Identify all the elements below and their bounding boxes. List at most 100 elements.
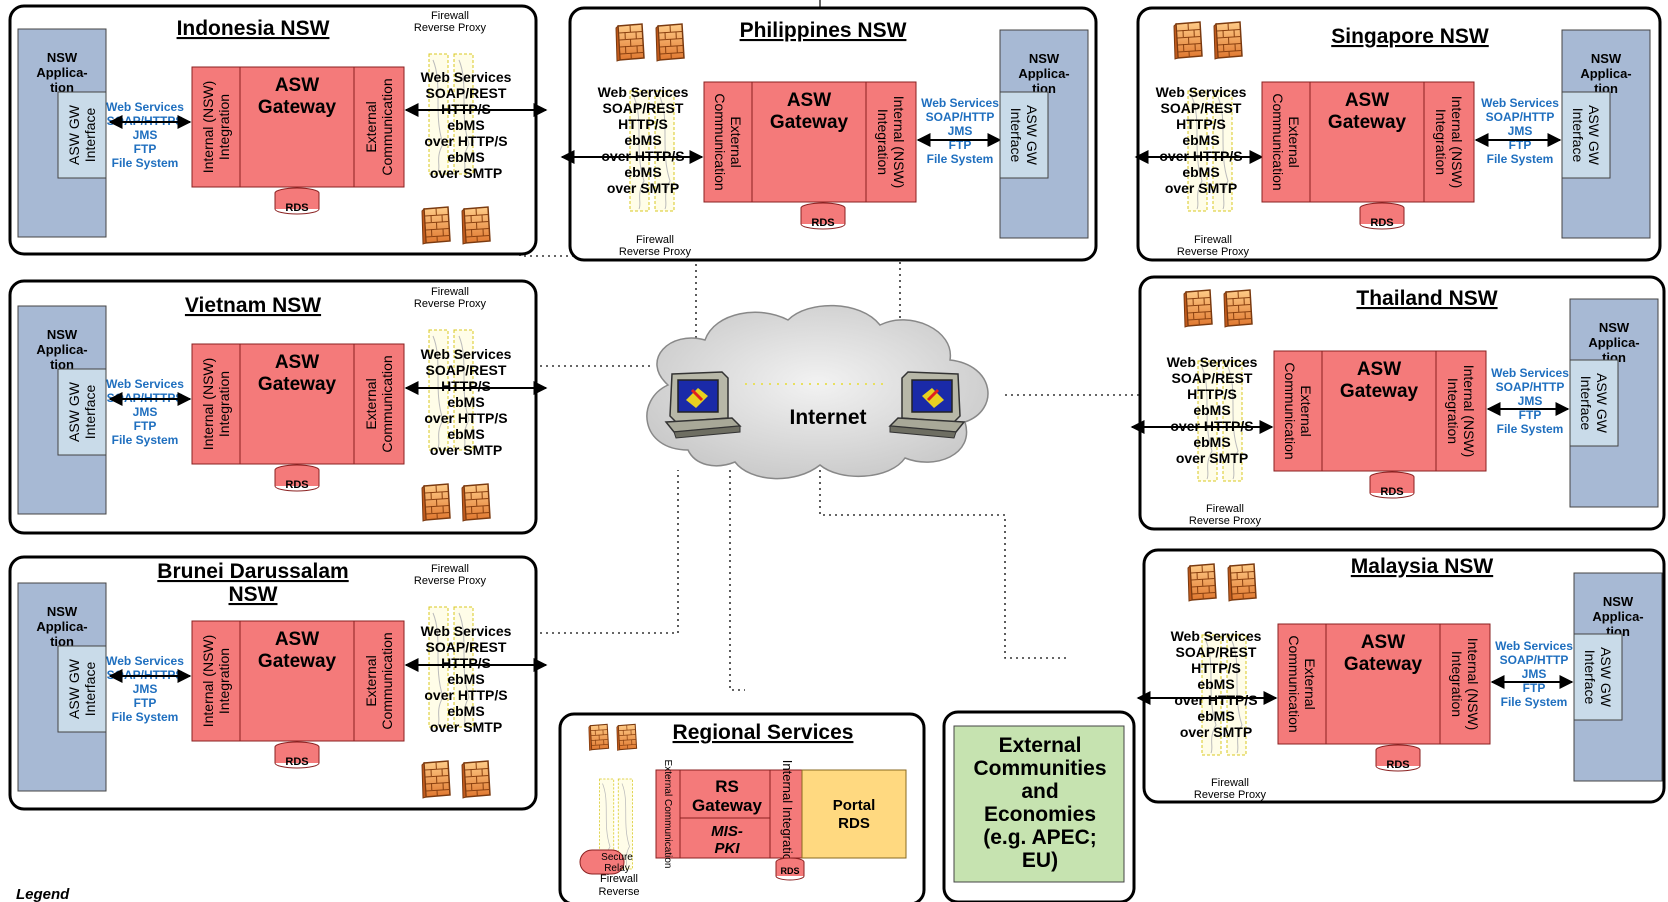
asw-gateway [191,620,405,742]
svg-text:ASW: ASW [275,629,319,650]
svg-text:HTTP/S: HTTP/S [441,378,491,394]
svg-text:Web Services: Web Services [106,377,184,391]
svg-text:Reverse Proxy: Reverse Proxy [1177,246,1250,258]
svg-text:Gateway: Gateway [258,651,337,672]
firewall-icon [421,206,451,245]
panel-regional-services: Regional Services RS Gateway MIS- PKI Ex… [558,712,926,902]
svg-text:ebMS: ebMS [447,703,484,719]
svg-text:Firewall: Firewall [636,234,674,246]
svg-text:over HTTP/S: over HTTP/S [424,410,507,426]
svg-text:Gateway: Gateway [770,112,849,133]
secure-relay [579,849,625,875]
svg-text:SOAP/REST: SOAP/REST [1172,370,1253,386]
svg-text:ASW GW: ASW GW [66,658,82,719]
svg-text:HTTP/S: HTTP/S [618,116,668,132]
firewall-icon [461,760,491,799]
svg-text:JMS: JMS [1522,667,1547,681]
svg-text:Communication: Communication [1282,362,1298,459]
svg-text:FTP: FTP [1519,408,1542,422]
svg-text:ASW GW: ASW GW [1594,373,1610,434]
svg-text:Secure: Secure [601,852,633,863]
svg-text:Interface: Interface [1582,650,1598,705]
svg-text:JMS: JMS [1518,394,1543,408]
svg-text:Communication: Communication [1286,635,1302,732]
svg-text:External: External [363,378,379,429]
svg-text:NSW: NSW [1029,51,1060,66]
svg-text:FTP: FTP [134,419,157,433]
svg-text:ASW: ASW [787,90,831,111]
svg-text:Internal (NSW): Internal (NSW) [200,358,216,451]
svg-text:tion: tion [50,634,74,649]
svg-text:RDS: RDS [780,866,799,876]
svg-text:over SMTP: over SMTP [430,165,502,181]
svg-text:File System: File System [927,152,994,166]
asw-gateway [1261,81,1475,203]
firewall-icon [588,723,610,751]
svg-text:SOAP/REST: SOAP/REST [426,639,507,655]
svg-text:RDS: RDS [285,202,308,214]
svg-text:over HTTP/S: over HTTP/S [424,133,507,149]
svg-text:ebMS: ebMS [1197,708,1234,724]
svg-text:SOAP/HTTP: SOAP/HTTP [926,110,995,124]
svg-text:ASW: ASW [1357,359,1401,380]
firewall-icon [616,723,638,751]
svg-text:External: External [728,116,744,167]
svg-text:NSW: NSW [1599,320,1630,335]
rs-gateway [655,769,805,859]
svg-text:Applica-: Applica- [1592,609,1643,624]
svg-text:over SMTP: over SMTP [1180,724,1252,740]
svg-text:Internal (NSW): Internal (NSW) [200,81,216,174]
svg-text:Reverse Proxy: Reverse Proxy [1189,515,1262,527]
svg-text:over SMTP: over SMTP [430,719,502,735]
svg-text:Internal (NSW): Internal (NSW) [1449,96,1465,189]
svg-text:over SMTP: over SMTP [430,442,502,458]
svg-text:RDS: RDS [285,756,308,768]
firewall-icon [615,23,645,62]
svg-text:ebMS: ebMS [624,164,661,180]
svg-text:Gateway: Gateway [1344,654,1423,675]
asw-gateway [1277,623,1491,745]
svg-text:Integration: Integration [1449,651,1465,717]
panel-title: Brunei Darussalam [157,560,348,583]
svg-text:JMS: JMS [1508,124,1533,138]
svg-text:Gateway: Gateway [258,97,337,118]
svg-text:SOAP/REST: SOAP/REST [603,100,684,116]
portal-rds [801,769,907,859]
svg-text:Integration: Integration [216,371,232,437]
svg-text:Applica-: Applica- [1580,66,1631,81]
svg-text:Applica-: Applica- [36,342,87,357]
firewall-icon [1213,21,1243,60]
asw-gw-interface: ASW GW Interface [66,104,98,165]
svg-text:SOAP/HTTP: SOAP/HTTP [1500,653,1569,667]
svg-text:Communication: Communication [379,78,395,175]
svg-text:ebMS: ebMS [447,426,484,442]
svg-text:FTP: FTP [134,696,157,710]
svg-text:External: External [1286,116,1302,167]
svg-text:File System: File System [112,710,179,724]
svg-text:ASW GW: ASW GW [66,104,82,165]
svg-text:NSW: NSW [229,583,278,606]
svg-text:over SMTP: over SMTP [607,180,679,196]
asw-gateway [191,66,405,188]
firewall-icon [1183,289,1213,328]
svg-text:JMS: JMS [948,124,973,138]
svg-text:Applica-: Applica- [1018,66,1069,81]
svg-text:SOAP/HTTP: SOAP/HTTP [1496,380,1565,394]
svg-text:Integration: Integration [875,109,891,175]
internet-label: Internet [789,406,866,429]
svg-text:Applica-: Applica- [1588,335,1639,350]
svg-text:(e.g. APEC;: (e.g. APEC; [983,826,1097,849]
panel-philippines: Philippines NSW Web Services SOAP/REST H… [560,6,1098,262]
svg-text:ASW: ASW [1361,632,1405,653]
svg-text:Interface: Interface [82,108,98,163]
svg-text:Applica-: Applica- [36,65,87,80]
svg-text:ebMS: ebMS [1193,434,1230,450]
svg-text:and: and [1021,780,1058,803]
svg-text:Applica-: Applica- [36,619,87,634]
svg-text:ASW: ASW [275,352,319,373]
svg-text:Internal (NSW): Internal (NSW) [200,635,216,728]
svg-text:NSW: NSW [47,327,78,342]
svg-text:ebMS: ebMS [447,671,484,687]
svg-text:Firewall: Firewall [431,10,469,22]
